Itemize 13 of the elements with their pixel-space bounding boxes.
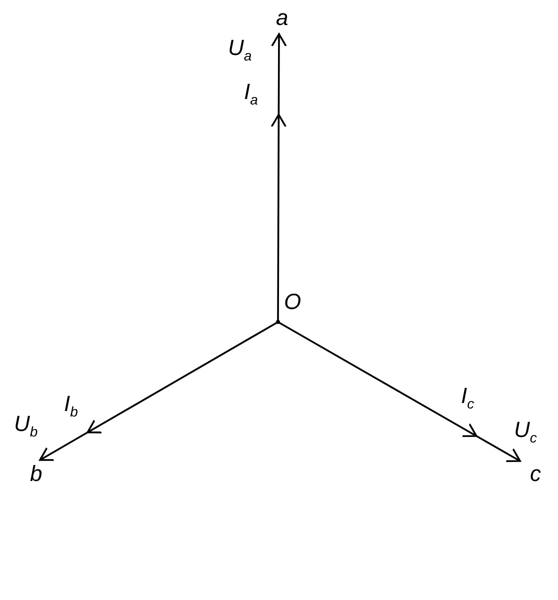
point-name: O	[284, 290, 302, 314]
vector-arrow	[270, 32, 287, 323]
edge-label: U$_{a}$	[228, 36, 252, 66]
edge-label: U$_{b}$	[14, 412, 38, 442]
point-name: c	[530, 462, 541, 486]
vector-label: I$_{c}$	[461, 384, 474, 414]
edge-label: U$_{c}$	[514, 418, 537, 448]
vector-arrow	[277, 321, 522, 462]
vector-label: I$_{b}$	[64, 392, 78, 422]
vector-arrow	[38, 321, 279, 461]
point-name: a	[276, 6, 288, 30]
vector-label: I$_{a}$	[244, 80, 258, 110]
point-name: b	[30, 462, 42, 486]
